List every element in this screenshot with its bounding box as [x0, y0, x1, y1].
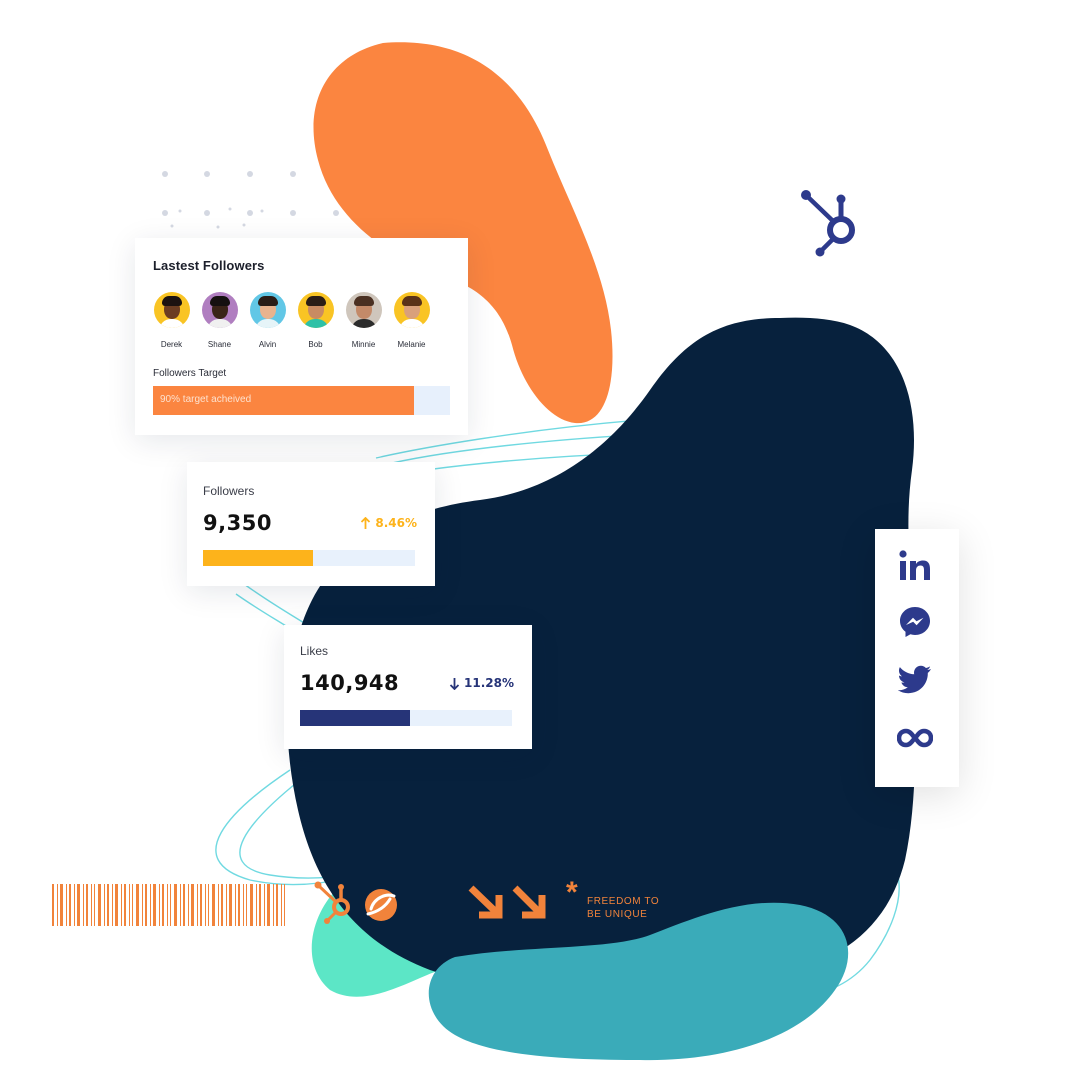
follower-avatar-item[interactable]: Melanie	[393, 292, 430, 349]
followers-stat-bar-fill	[203, 550, 314, 566]
social-icons-panel	[875, 529, 959, 787]
avatar	[201, 292, 238, 328]
avatar	[249, 292, 286, 328]
followers-target-bar: 90% target acheived	[153, 386, 450, 415]
avatar-hair	[401, 296, 422, 306]
avatar-body	[398, 319, 425, 328]
followers-target-label: Followers Target	[153, 368, 227, 379]
avatar-body	[302, 319, 329, 328]
hubspot-small-icon	[314, 881, 350, 924]
latest-followers-card: Lastest Followers Derek Shane Alvin Bob Minn…	[135, 238, 468, 435]
follower-avatar-item[interactable]: Alvin	[249, 292, 286, 349]
arrow-down-right-icons	[468, 885, 546, 919]
likes-stat-change-value: 11.28%	[464, 676, 514, 690]
avatar-body	[158, 319, 185, 328]
follower-name: Bob	[308, 340, 323, 349]
follower-name: Minnie	[351, 340, 376, 349]
avatar	[297, 292, 334, 328]
avatar	[345, 292, 382, 328]
infinity-icon[interactable]	[896, 719, 934, 757]
linkedin-icon[interactable]	[896, 547, 934, 585]
avatar-hair	[305, 296, 326, 306]
likes-stat-change: 11.28%	[449, 676, 514, 690]
avatar-body	[254, 319, 281, 328]
avatar-body	[350, 319, 377, 328]
followers-stat-value: 9,350	[203, 511, 272, 535]
arrow-down-icon	[449, 677, 460, 690]
followers-stat-change-value: 8.46%	[375, 516, 417, 530]
avatar-hair	[209, 296, 230, 306]
follower-name: Alvin	[258, 340, 277, 349]
followers-target-fill	[153, 386, 415, 415]
tagline-line-1: FREEDOM TO	[587, 896, 660, 907]
followers-stat-bar	[203, 550, 415, 566]
avatar-hair	[353, 296, 374, 306]
latest-followers-title: Lastest Followers	[153, 258, 265, 273]
asterisk-icon: *	[566, 876, 579, 909]
follower-avatar-item[interactable]: Shane	[201, 292, 238, 349]
teal-blob	[428, 902, 849, 1061]
likes-stat-bar	[300, 710, 512, 726]
follower-avatar-item[interactable]: Minnie	[345, 292, 382, 349]
avatar-hair	[161, 296, 182, 306]
followers-target-text: 90% target acheived	[160, 394, 252, 405]
follower-avatar-item[interactable]: Derek	[153, 292, 190, 349]
navy-blob	[287, 317, 916, 994]
avatar	[393, 292, 430, 328]
followers-avatar-list: Derek Shane Alvin Bob Minnie Melanie	[153, 292, 450, 349]
avatar-hair	[257, 296, 278, 306]
arrow-up-icon	[361, 516, 371, 529]
barcode-graphic	[52, 884, 285, 926]
followers-stat-change: 8.46%	[360, 516, 417, 530]
avatar	[153, 292, 190, 328]
messenger-icon[interactable]	[896, 603, 934, 641]
dot-grid	[162, 171, 339, 229]
hubspot-icon	[801, 190, 855, 257]
followers-stat-label: Followers	[203, 484, 255, 498]
follower-name: Derek	[160, 340, 183, 349]
likes-stat-bar-fill	[300, 710, 411, 726]
likes-stat-card: Likes 140,948 11.28%	[284, 625, 532, 749]
orange-blob	[313, 42, 613, 424]
twitter-icon[interactable]	[896, 660, 934, 698]
follower-name: Melanie	[397, 340, 426, 349]
tagline-line-2: BE UNIQUE	[587, 909, 648, 920]
likes-stat-label: Likes	[300, 644, 329, 658]
followers-stat-card: Followers 9,350 8.46%	[187, 462, 435, 586]
follower-name: Shane	[207, 340, 232, 349]
likes-stat-value: 140,948	[300, 671, 400, 695]
avatar-body	[206, 319, 233, 328]
swirl-logo-icon	[365, 889, 397, 921]
follower-avatar-item[interactable]: Bob	[297, 292, 334, 349]
